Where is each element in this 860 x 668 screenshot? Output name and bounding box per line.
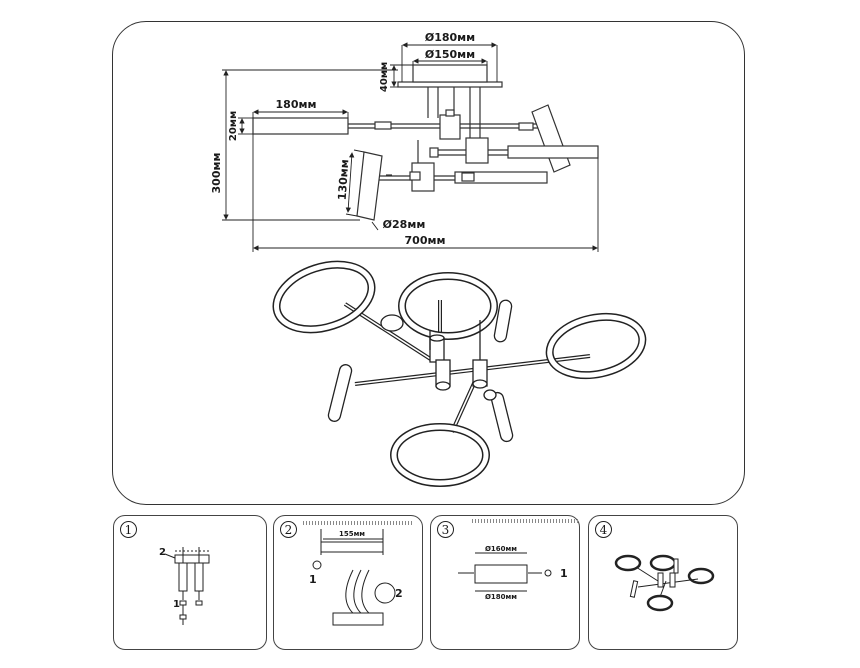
panel3-inner-dim: Ø160мм xyxy=(485,545,517,553)
dim-outer-diameter: Ø180мм xyxy=(425,31,475,44)
panel3-outer-dim: Ø180мм xyxy=(485,593,517,601)
bracket-width: 155мм xyxy=(339,530,365,538)
step-panel-2: 2 155мм 1 2 xyxy=(273,515,423,650)
callout-right: 2 xyxy=(395,587,403,600)
spot-lamp-left xyxy=(327,364,353,422)
tilted-spot-left xyxy=(356,151,383,221)
dimension-lines xyxy=(222,42,599,252)
step-number: 3 xyxy=(437,521,454,538)
dim-total-height: 300мм xyxy=(210,153,223,194)
step-number: 4 xyxy=(595,521,612,538)
side-elevation xyxy=(252,64,599,221)
dim-inner-diameter: Ø150мм xyxy=(425,48,475,61)
main-drawing-frame xyxy=(112,21,745,505)
left-bar-lamp xyxy=(252,117,349,135)
isometric-view xyxy=(272,260,647,487)
callout-left: 1 xyxy=(309,573,317,586)
callout-screw: 2 xyxy=(159,547,166,558)
dim-total-width: 700мм xyxy=(405,234,446,247)
dim-arm-thickness: 20мм xyxy=(228,111,239,141)
dim-arm-length: 180мм xyxy=(276,98,317,111)
dim-base-height: 40мм xyxy=(379,62,390,92)
dim-spot-length: 130мм xyxy=(336,159,352,201)
step-panel-1: 1 2 1 xyxy=(113,515,267,650)
callout-anchor: 1 xyxy=(173,599,180,610)
tilted-lamp-right xyxy=(531,104,571,173)
step-number: 2 xyxy=(280,521,297,538)
step-panel-3: 3 Ø160мм Ø180мм 1 xyxy=(430,515,580,650)
dim-spot-diameter: Ø28мм xyxy=(383,218,426,231)
callout: 1 xyxy=(560,567,568,580)
spot-lamp-top xyxy=(493,299,513,343)
step-panel-4: 4 xyxy=(588,515,738,650)
canopy xyxy=(412,64,488,83)
step-number: 1 xyxy=(120,521,137,538)
